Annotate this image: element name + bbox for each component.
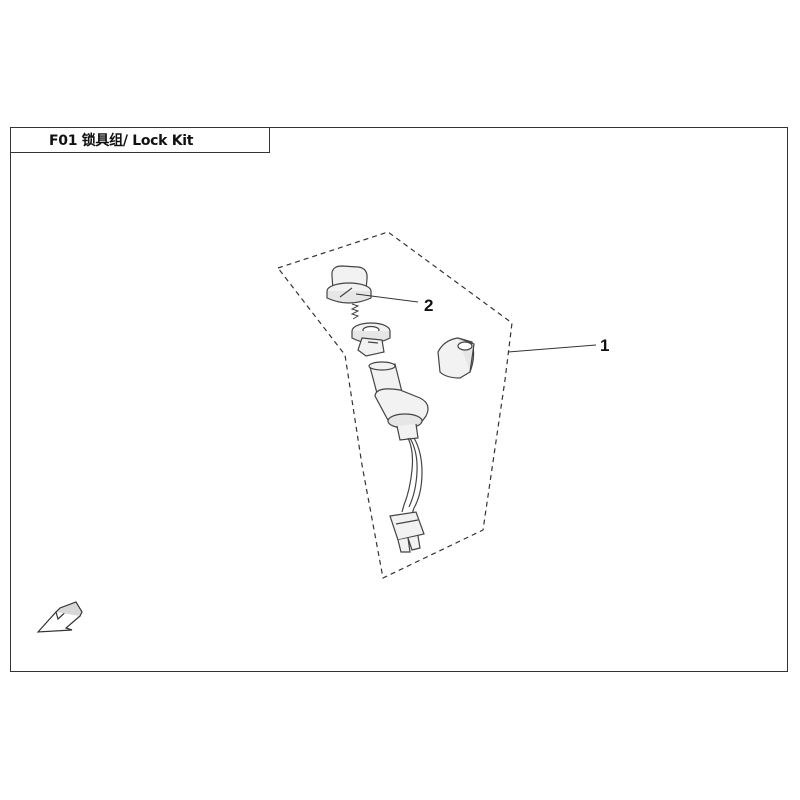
ignition-switch-body[interactable] — [368, 361, 429, 441]
key[interactable] — [437, 337, 475, 379]
page-title-text: F01 锁具组/ Lock Kit — [49, 133, 194, 149]
spring — [350, 303, 360, 320]
callout-2: 2 — [424, 296, 433, 315]
page-title: F01 锁具组/ Lock Kit — [10, 127, 270, 153]
drawing-frame — [10, 127, 788, 672]
leader-line-2 — [355, 293, 419, 303]
nut — [357, 337, 385, 357]
kit-boundary — [277, 231, 513, 579]
wire-harness — [401, 437, 423, 515]
lock-cap[interactable] — [326, 265, 372, 304]
connector — [389, 511, 425, 553]
callout-1: 1 — [600, 336, 609, 355]
forward-arrow-icon — [36, 601, 83, 633]
leader-line-1 — [507, 344, 597, 353]
